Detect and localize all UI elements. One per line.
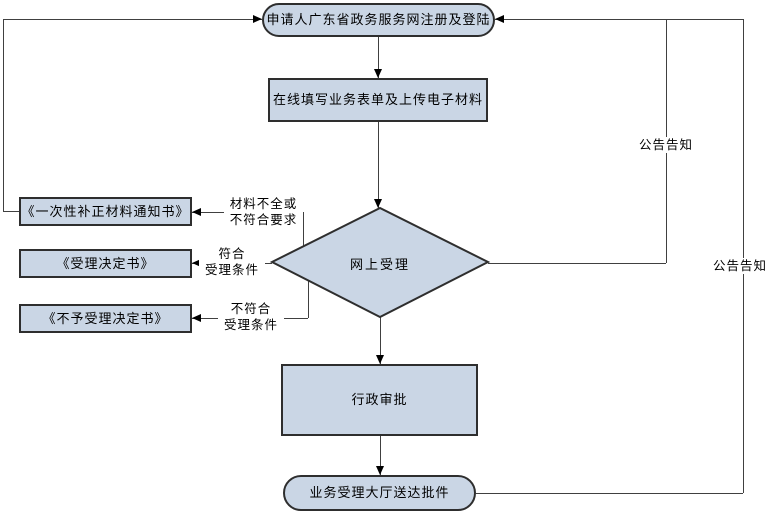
decision-diamond-label: 网上受理 xyxy=(349,257,410,272)
edge-supplement-loop-top-line xyxy=(3,19,262,20)
edge-label-announce-inner: 公告告知 xyxy=(639,137,694,153)
arrowhead-into-reject-notice xyxy=(192,314,201,322)
edge-label-meets-line1: 符合 xyxy=(218,247,246,261)
approval-node: 行政审批 xyxy=(281,364,478,436)
accept-notice-node: 《受理决定书》 xyxy=(19,249,192,278)
edge-label-incomplete: 材料不全或 不符合要求 xyxy=(224,196,303,228)
edge-label-incomplete-line2: 不符合要求 xyxy=(229,213,298,227)
edge-notmeets-elbow-line xyxy=(308,281,309,318)
reject-notice-node: 《不予受理决定书》 xyxy=(19,304,192,333)
arrowhead-into-start-left xyxy=(253,15,262,23)
edge-announce-inner-bottom-line xyxy=(488,263,666,264)
supplement-notice-node: 《一次性补正材料通知书》 xyxy=(19,197,192,226)
edge-label-meets-line2: 受理条件 xyxy=(204,263,259,277)
edge-form-to-decision-line xyxy=(378,122,379,208)
edge-label-announce-outer: 公告告知 xyxy=(713,258,768,274)
edge-supplement-loop-vertical-line xyxy=(3,19,4,212)
edge-announce-top-line xyxy=(495,19,743,20)
start-node: 申请人广东省政务服务网注册及登陆 xyxy=(262,3,495,37)
edge-start-to-form-line xyxy=(378,37,379,78)
edge-label-not-meets: 不符合 受理条件 xyxy=(218,301,284,333)
edge-incomplete-elbow-line xyxy=(303,212,304,246)
edge-announce-outer-vertical-line xyxy=(743,19,744,493)
edge-label-not-meets-line2: 受理条件 xyxy=(223,318,278,332)
edge-label-not-meets-line1: 不符合 xyxy=(230,302,272,316)
arrowhead-into-delivery xyxy=(376,466,384,475)
arrowhead-into-start-right xyxy=(495,15,504,23)
edge-supplement-loop-bottom-line xyxy=(3,211,19,212)
edge-label-incomplete-line1: 材料不全或 xyxy=(229,197,298,211)
edge-label-meets: 符合 受理条件 xyxy=(199,246,265,278)
arrowhead-into-supplement-notice xyxy=(192,208,201,216)
edge-approval-to-delivery-line xyxy=(380,436,381,475)
fill-form-node: 在线填写业务表单及上传电子材料 xyxy=(268,78,488,122)
arrowhead-into-decision xyxy=(374,199,382,208)
delivery-node: 业务受理大厅送达批件 xyxy=(283,475,476,511)
arrowhead-into-approval xyxy=(376,355,384,364)
edge-announce-outer-bottom-line xyxy=(476,493,743,494)
edge-decision-to-approval-line xyxy=(380,317,381,364)
arrowhead-into-form xyxy=(374,69,382,78)
arrowhead-into-accept-notice xyxy=(192,259,201,267)
